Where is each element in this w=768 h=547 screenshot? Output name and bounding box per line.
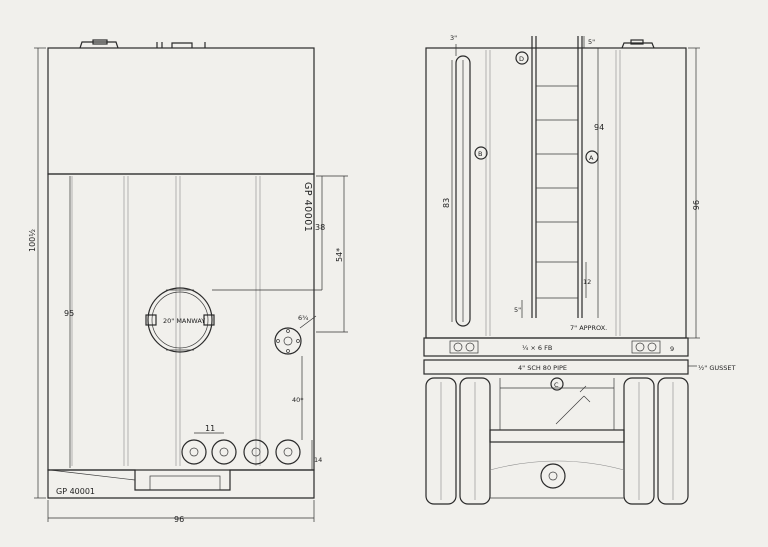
tank-shell-upper <box>47 47 315 175</box>
tank-id-bottom: GP 40001 <box>56 487 95 496</box>
side-view: GP 40001 20" MANWAY 11 <box>28 39 348 524</box>
base-ramp <box>49 469 136 481</box>
tank-shell-lower <box>47 173 315 471</box>
tank-id-vertical: GP 40001 <box>302 182 313 232</box>
callout-c-circle <box>550 377 564 391</box>
bottom-outlet-flanges <box>181 439 301 465</box>
dim-7-approx: 7" APPROX. <box>570 324 607 332</box>
manway <box>145 287 215 353</box>
dim-5-bottom: 5" <box>514 306 521 314</box>
dim-94: 94 <box>594 123 604 132</box>
gusset-label: ½" GUSSET <box>698 364 736 372</box>
rear-view: B 83 D A 3" 5" 94 12 5" 7 <box>423 34 736 505</box>
dim-83: 83 <box>442 198 451 208</box>
top-vent-fittings <box>156 42 206 48</box>
callout-d: D <box>519 55 524 63</box>
tail-light-icon <box>647 342 657 352</box>
fender-curve <box>489 460 625 471</box>
dim-5-top: 5" <box>588 38 595 46</box>
callout-d-circle <box>515 51 529 65</box>
callout-a: A <box>589 154 594 162</box>
pipe-label: 4" SCH 80 PIPE <box>518 364 567 372</box>
dim-6-3-4: 6¾ <box>298 314 309 322</box>
sump <box>149 475 221 491</box>
dim-38: 38 <box>315 223 325 232</box>
bumper-pipe <box>423 359 689 375</box>
tail-light-icon <box>635 342 645 352</box>
dim-14: 14 <box>314 456 322 464</box>
manway-label: 20" MANWAY <box>163 317 205 325</box>
dim-6-3-4-line <box>299 315 317 329</box>
callout-b: B <box>478 150 482 158</box>
tail-light-icon <box>453 342 463 352</box>
dim-overall-height: 100½ <box>28 229 37 252</box>
dim-9: 9 <box>670 345 674 353</box>
base-skid <box>47 469 315 499</box>
sight-gauge-tube <box>455 55 471 327</box>
callout-b-circle <box>474 146 488 160</box>
wheels-right <box>623 377 689 505</box>
undercarriage-frame <box>499 378 615 430</box>
rear-top-hatch <box>621 42 655 49</box>
callout-c: C <box>554 381 559 389</box>
light-box-left <box>449 340 479 354</box>
frame-rail <box>423 337 689 357</box>
dim-shell-height: 95 <box>64 309 74 318</box>
rear-tank-shell <box>425 47 687 339</box>
dim-96: 96 <box>691 200 700 210</box>
dim-3: 3" <box>450 34 457 42</box>
dim-54: 54* <box>335 248 344 262</box>
tail-light-icon <box>465 342 475 352</box>
side-outlet-flange <box>274 327 302 355</box>
dim-12: 12 <box>583 278 591 286</box>
dim-width: 96 <box>174 515 184 524</box>
dim-11: 11 <box>205 424 215 433</box>
valve-handle <box>555 385 591 425</box>
axle-housing <box>489 429 625 443</box>
top-hatch-left <box>79 41 119 49</box>
flat-bar-label: ¼ × 6 FB <box>522 344 552 352</box>
rear-top-hatch-lid <box>630 39 644 45</box>
top-hatch-left-lid <box>92 39 108 45</box>
wheels-left <box>425 377 491 505</box>
dim-40: 40* <box>292 396 304 404</box>
rear-ladder <box>531 36 583 318</box>
light-box-right <box>631 340 661 354</box>
rear-outlet-flange <box>540 463 566 489</box>
